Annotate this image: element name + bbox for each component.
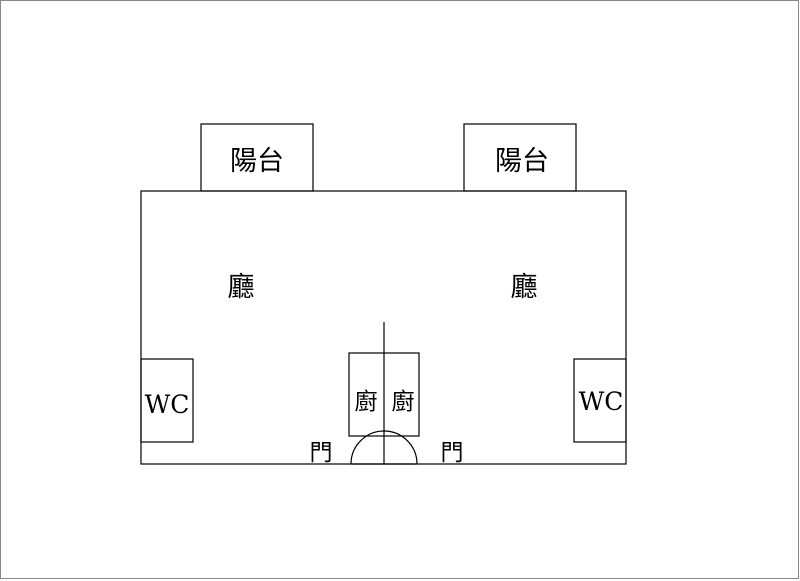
living-right-label: 廳: [511, 272, 538, 303]
kitchen-block: [348, 352, 420, 437]
kitchen-right-label: 廚: [392, 389, 415, 415]
wc-left: [140, 358, 194, 443]
balcony-left-label: 陽台: [230, 146, 284, 177]
kitchen-left-label: 廚: [355, 389, 378, 415]
wc-right-label: WC: [579, 387, 624, 416]
door-arc: [350, 430, 418, 465]
wc-left-label: WC: [145, 390, 190, 419]
door-right-label: 門: [441, 440, 464, 466]
living-left-label: 廳: [228, 272, 255, 303]
door-left-label: 門: [310, 440, 333, 466]
wc-right: [573, 358, 627, 443]
balcony-right-label: 陽台: [495, 146, 549, 177]
